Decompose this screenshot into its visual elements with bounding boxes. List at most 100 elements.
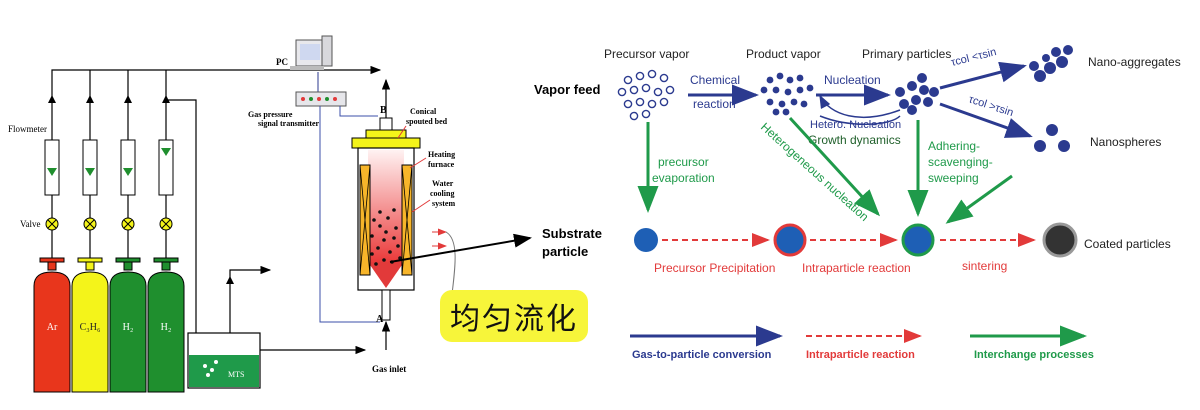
gas-inlet-label: Gas inlet [372, 364, 406, 374]
vapor-feed-label: Vapor feed [534, 82, 601, 97]
bed-particle [378, 224, 382, 228]
bed-particle [396, 244, 400, 248]
primary-dot [907, 105, 917, 115]
precursor-dot [641, 83, 651, 93]
product-dot [776, 72, 784, 80]
primary-particle-dots [895, 73, 939, 115]
primary-dot [907, 81, 917, 91]
point-a-label: A [376, 314, 384, 325]
transmitter-icon [295, 91, 347, 107]
gas-cylinders: Ar C₃H₆ H₂ H₂ [33, 257, 185, 393]
primary-dot [917, 73, 927, 83]
precursor-dot [623, 75, 633, 85]
primary-dot [919, 85, 929, 95]
sintering-label: sintering [962, 259, 1007, 273]
cylinder-label: H₂ [161, 322, 172, 333]
primary-dot [899, 99, 909, 109]
gas-cylinder: H₂ [109, 257, 147, 393]
precursor-dot [647, 99, 657, 109]
substrate-particle [634, 228, 658, 252]
intraparticle-reaction-label: Intraparticle reaction [802, 261, 911, 275]
bed-particle [382, 238, 386, 242]
legend-intraparticle: Intraparticle reaction [806, 349, 915, 361]
precursor-precipitation-label: Precursor Precipitation [654, 261, 775, 275]
precursor-dot [623, 99, 633, 109]
product-dot [782, 108, 790, 116]
product-vapor-header: Product vapor [746, 47, 821, 61]
nanospheres-label: Nanospheres [1090, 135, 1161, 149]
cylinder-label: Ar [47, 322, 58, 333]
bed-particle [388, 250, 392, 254]
transmitter-label: Gas pressure signal transmitter [248, 110, 320, 128]
valves [45, 217, 173, 231]
bed-particle [394, 226, 398, 230]
pc-label: PC [276, 57, 288, 67]
reactor [351, 78, 456, 350]
point-b-label: B [380, 105, 387, 116]
primary-dot [895, 87, 905, 97]
product-dot [796, 74, 804, 82]
legend: Gas-to-particle conversion Intraparticle… [630, 325, 1094, 361]
bed-particle [374, 262, 378, 266]
primary-dot [911, 95, 921, 105]
hetero-nucleation-label: Hetero. Nucleation [810, 119, 901, 131]
precursor-dot [641, 109, 651, 119]
bed-particle [378, 210, 382, 214]
flowmeter-label: Flowmeter [8, 124, 47, 134]
gas-cylinder: H₂ [147, 257, 185, 393]
product-dot [772, 86, 780, 94]
precursor-dot [629, 111, 639, 121]
bed-particle [398, 256, 402, 260]
precursor-dot [659, 97, 669, 107]
cylinder-label: C₃H₆ [80, 322, 101, 333]
precursor-vapor-dots [617, 69, 675, 121]
product-dot [800, 100, 808, 108]
primary-dot [929, 87, 939, 97]
precursor-dot [659, 73, 669, 83]
product-dot [806, 84, 814, 92]
product-vapor-dots [760, 72, 814, 116]
product-dot [772, 108, 780, 116]
mts-bath: MTS [187, 332, 261, 389]
primary-dot [923, 97, 933, 107]
coated-particles-label: Coated particles [1084, 237, 1171, 251]
valve-label: Valve [20, 219, 41, 229]
bed-particle [384, 230, 388, 234]
bed-particle [370, 234, 374, 238]
intraparticle-particle [773, 223, 807, 257]
precursor-vapor-header: Precursor vapor [604, 47, 689, 61]
precursor-dot [647, 69, 657, 79]
uniform-fluidization-badge: 均匀流化 [440, 290, 588, 342]
gas-cylinder: C₃H₆ [71, 257, 109, 393]
bed-particle [376, 246, 380, 250]
precursor-dot [629, 85, 639, 95]
product-dot [766, 76, 774, 84]
product-dot [784, 88, 792, 96]
product-dot [778, 100, 786, 108]
product-dot [786, 76, 794, 84]
precursor-dot [665, 85, 675, 95]
adhered-particle [901, 223, 935, 257]
nucleation-label: Nucleation [824, 73, 881, 87]
bed-particle [392, 236, 396, 240]
legend-gas-to-particle: Gas-to-particle conversion [632, 349, 772, 361]
adhering-label: Adhering-scavenging-sweeping [928, 139, 993, 185]
apparatus: Flowmeter Valve Ar C₃H₆ H₂ H₂ MTS PC [8, 35, 532, 393]
flowmeters [44, 139, 174, 196]
nano-aggregate-cluster [1029, 45, 1073, 82]
primary-particles-header: Primary particles [862, 47, 951, 61]
coated-particle [1042, 222, 1078, 258]
precursor-dot [635, 71, 645, 81]
precursor-dot [635, 97, 645, 107]
product-dot [766, 98, 774, 106]
cylinder-label: H₂ [123, 322, 134, 333]
mts-label: MTS [228, 370, 244, 379]
nano-aggregates-label: Nano-aggregates [1088, 55, 1181, 69]
bed-particle [382, 258, 386, 262]
